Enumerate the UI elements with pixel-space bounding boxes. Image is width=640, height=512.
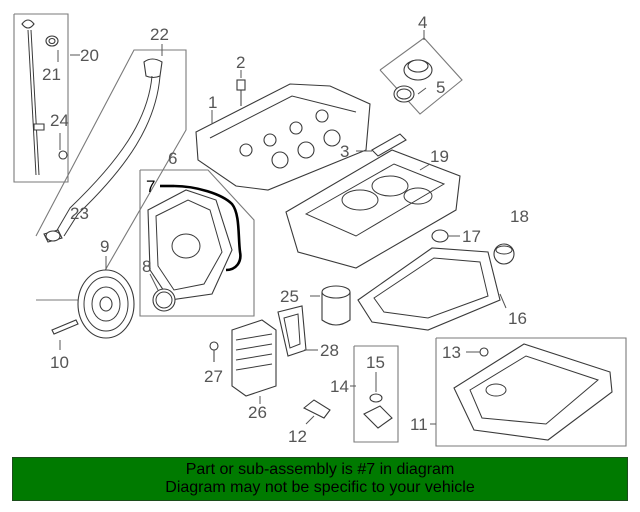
callout-9: 9 — [100, 237, 109, 256]
callout-17: 17 — [462, 227, 481, 246]
callout-20: 20 — [80, 46, 99, 65]
callout-2: 2 — [236, 53, 245, 72]
callout-13: 13 — [442, 343, 461, 362]
oil-pan-panel — [430, 337, 627, 447]
callout-8: 8 — [142, 257, 151, 276]
crank-pulley — [51, 256, 135, 350]
oil-cap-panel — [379, 30, 463, 115]
banner-line-2: Diagram may not be specific to your vehi… — [165, 479, 475, 496]
callout-1: 1 — [208, 93, 217, 112]
small-gasket — [356, 133, 407, 157]
callout-15: 15 — [366, 353, 385, 372]
callout-12: 12 — [288, 427, 307, 446]
bracket — [302, 399, 331, 425]
callout-18: 18 — [510, 207, 529, 226]
timing-cover-panel — [139, 169, 255, 317]
oil-cooler — [209, 305, 318, 404]
callout-27: 27 — [204, 367, 223, 386]
callout-3: 3 — [340, 142, 349, 161]
upper-block — [285, 149, 461, 269]
callout-5: 5 — [436, 78, 445, 97]
callout-22: 22 — [150, 25, 169, 44]
callout-21: 21 — [42, 65, 61, 84]
parts-diagram: 1 2 3 4 5 6 7 8 9 10 11 12 13 14 15 16 1… — [13, 13, 627, 447]
callout-19: 19 — [430, 147, 449, 166]
info-banner: Part or sub-assembly is #7 in diagram Di… — [12, 457, 628, 501]
callout-16: 16 — [508, 309, 527, 328]
callout-24: 24 — [50, 111, 69, 130]
oil-filter — [310, 285, 351, 326]
callout-23: 23 — [70, 204, 89, 223]
callout-6: 6 — [168, 149, 177, 168]
callout-14: 14 — [330, 377, 349, 396]
callout-11: 11 — [410, 415, 428, 434]
banner-line-1: Part or sub-assembly is #7 in diagram — [185, 461, 455, 478]
cover-plate — [357, 229, 515, 331]
callout-10: 10 — [50, 353, 69, 372]
callout-7: 7 — [146, 177, 155, 196]
callout-4: 4 — [418, 13, 427, 32]
highlighted-part-7-gasket — [173, 184, 242, 272]
callout-28: 28 — [320, 341, 339, 360]
sensor-panel — [350, 345, 399, 443]
valve-cover — [195, 70, 371, 191]
dipstick-panel — [13, 13, 80, 183]
callout-25: 25 — [280, 287, 299, 306]
callout-26: 26 — [248, 403, 267, 422]
